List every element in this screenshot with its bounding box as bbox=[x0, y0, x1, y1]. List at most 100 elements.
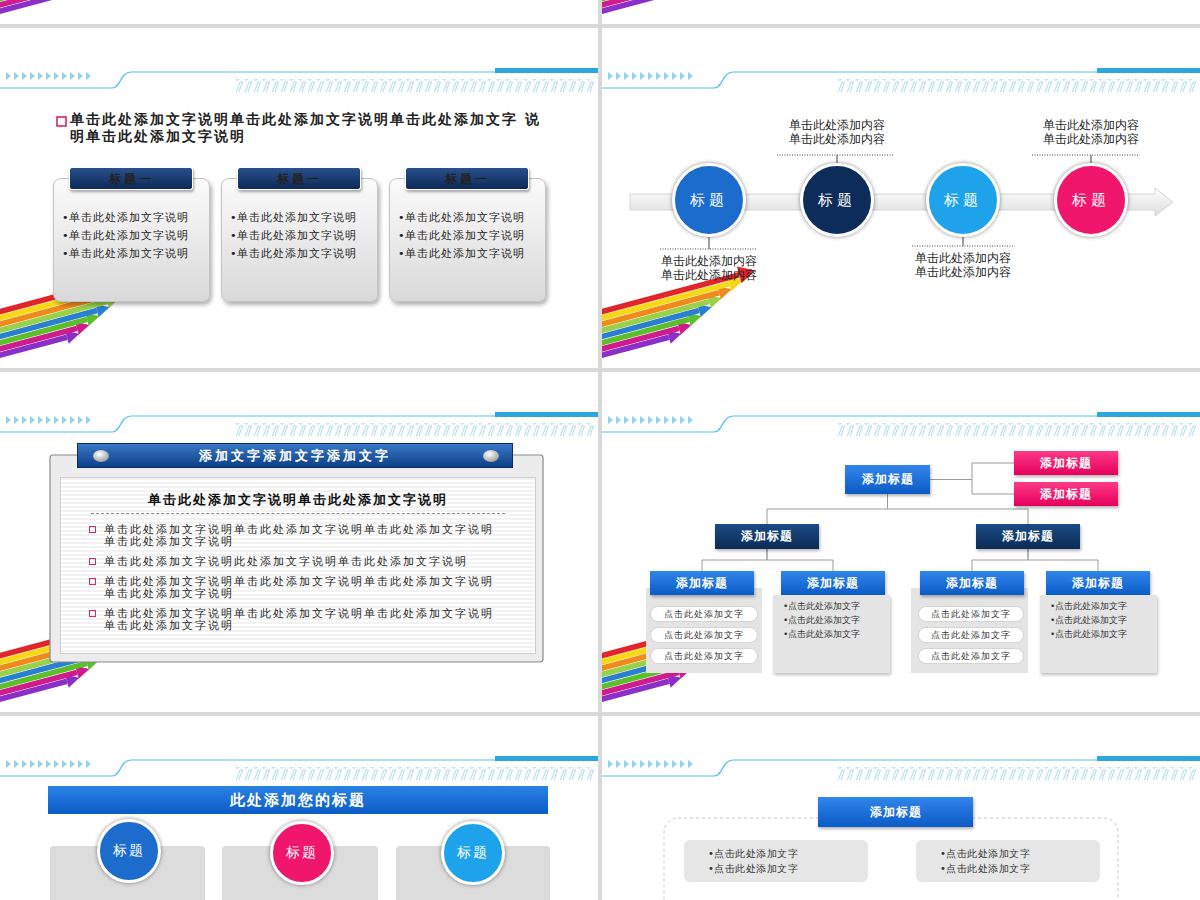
node-text: •单击此处添加文字说明 bbox=[398, 245, 545, 263]
bullet-box: •点击此处添加文字•点击此处添加文字 bbox=[684, 840, 868, 882]
bullet-panel: •点击此处添加文字•点击此处添加文字•点击此处添加文字 bbox=[1040, 595, 1157, 673]
header-tab: 标题一 bbox=[237, 167, 361, 190]
window-body: 单击此处添加文字说明单击此处添加文字说明单击此处添加文字说明单击此处添加文字说明… bbox=[60, 477, 536, 654]
callout-text: 单击此处添加内容 单击此处添加内容 bbox=[911, 251, 1015, 279]
node-text: •点击此处添加文字 bbox=[783, 627, 890, 641]
colored-arrows-decoration bbox=[0, 0, 768, 724]
node-text: 添加标题 bbox=[741, 528, 793, 545]
node-text: 标题 bbox=[457, 844, 489, 862]
connector-line bbox=[888, 494, 1029, 524]
node-text: 添加标题 bbox=[946, 575, 998, 592]
node-text: 标题 bbox=[818, 191, 856, 210]
node-text: •点击此处添加文字 bbox=[940, 846, 1100, 861]
content-box: •单击此处添加文字说明•单击此处添加文字说明•单击此处添加文字说明标题一 bbox=[53, 178, 210, 302]
node-text: 点击此处添加文字 bbox=[931, 608, 1011, 621]
title-circle: 标题 bbox=[270, 821, 334, 885]
node-text: •点击此处添加文字 bbox=[783, 599, 890, 613]
text-pill: 点击此处添加文字 bbox=[650, 627, 758, 643]
node-text: 添加标题 bbox=[862, 471, 914, 488]
node-text: 标题一 bbox=[277, 170, 322, 188]
node-text: 添加标题 bbox=[1040, 455, 1092, 472]
title-circle: 标题 bbox=[97, 819, 161, 883]
org-box: 添加标题 bbox=[1014, 451, 1118, 475]
text-pill: 点击此处添加文字 bbox=[650, 606, 758, 622]
node-text: 标题一 bbox=[445, 170, 490, 188]
text-pill: 点击此处添加文字 bbox=[918, 627, 1024, 643]
connector-line bbox=[702, 549, 767, 571]
node-text: •单击此处添加文字说明 bbox=[230, 227, 377, 245]
slide-header-decoration bbox=[0, 68, 1200, 780]
node-text: 标题 bbox=[944, 191, 982, 210]
node-text: •点击此处添加文字 bbox=[1050, 613, 1157, 627]
node-text: •单击此处添加文字说明 bbox=[230, 245, 377, 263]
title-band: 此处添加您的标题 bbox=[48, 786, 548, 814]
leader-lines bbox=[660, 155, 1140, 249]
org-box: 添加标题 bbox=[1014, 482, 1118, 506]
node-text: •单击此处添加文字说明 bbox=[398, 227, 545, 245]
node-text: 添加文字添加文字添加文字 bbox=[199, 447, 391, 465]
org-box: 添加标题 bbox=[650, 571, 754, 595]
bullet-box: •点击此处添加文字•点击此处添加文字 bbox=[916, 840, 1100, 882]
node-text: •单击此处添加文字说明 bbox=[62, 209, 209, 227]
gray-panel bbox=[646, 588, 762, 673]
node-text: 添加标题 bbox=[676, 575, 728, 592]
node-text: 标题 bbox=[1072, 191, 1110, 210]
timeline-circle: 标题 bbox=[672, 163, 746, 237]
callout-text: 单击此处添加内容 单击此处添加内容 bbox=[1039, 118, 1143, 146]
node-text: •单击此处添加文字说明 bbox=[62, 245, 209, 263]
caption-text: 单击此处添加文字说明单击此处添加文字说明单击此处添加文字 说明单击此处添加文字说… bbox=[70, 111, 542, 145]
gray-panel bbox=[911, 588, 1028, 673]
bullet-square bbox=[57, 117, 66, 126]
node-text: 点击此处添加文字 bbox=[931, 650, 1011, 663]
connector-line bbox=[1028, 549, 1098, 571]
node-text: •点击此处添加文字 bbox=[708, 846, 868, 861]
org-box: 添加标题 bbox=[781, 571, 885, 595]
node-text: •点击此处添加文字 bbox=[1050, 599, 1157, 613]
node-text: 添加标题 bbox=[1002, 528, 1054, 545]
connector-line bbox=[930, 480, 1014, 495]
content-box: •单击此处添加文字说明•单击此处添加文字说明•单击此处添加文字说明标题一 bbox=[221, 178, 378, 302]
node-text: 添加标题 bbox=[1040, 486, 1092, 503]
text-pill: 点击此处添加文字 bbox=[650, 648, 758, 664]
node-text: 单击此处添加文字说明单击此处添加文字说明单击此处添加文字说明 单击此处添加文字说… bbox=[104, 608, 502, 632]
title-circle: 标题 bbox=[441, 821, 505, 885]
connector-line bbox=[972, 549, 1028, 571]
header-tab: 标题一 bbox=[69, 167, 193, 190]
node-text: •点击此处添加文字 bbox=[783, 613, 890, 627]
node-text: 标题一 bbox=[109, 170, 154, 188]
timeline-circle: 标题 bbox=[1054, 163, 1128, 237]
node-text: 点击此处添加文字 bbox=[931, 629, 1011, 642]
connector-line bbox=[930, 463, 1014, 480]
node-text: •单击此处添加文字说明 bbox=[230, 209, 377, 227]
node-text: 添加标题 bbox=[870, 804, 922, 821]
window-frame bbox=[50, 455, 543, 662]
node-text: •点击此处添加文字 bbox=[940, 861, 1100, 876]
text-pill: 点击此处添加文字 bbox=[918, 606, 1024, 622]
node-text: 单击此处添加文字说明此处添加文字说明单击此处添加文字说明 bbox=[104, 556, 502, 568]
connector-line bbox=[767, 549, 833, 571]
callout-text: 单击此处添加内容 单击此处添加内容 bbox=[785, 118, 889, 146]
dashed-container bbox=[664, 818, 1118, 900]
callout-text: 单击此处添加内容 单击此处添加内容 bbox=[657, 254, 761, 282]
node-text: 单击此处添加文字说明单击此处添加文字说明 bbox=[91, 492, 505, 514]
node-text: 标题 bbox=[286, 844, 318, 862]
org-box: 添加标题 bbox=[976, 524, 1080, 549]
node-text: •单击此处添加文字说明 bbox=[62, 227, 209, 245]
header-tab: 标题一 bbox=[405, 167, 529, 190]
timeline-circle: 标题 bbox=[800, 163, 874, 237]
node-text: 单击此处添加文字说明单击此处添加文字说明单击此处添加文字说明 单击此处添加文字说… bbox=[104, 576, 502, 600]
node-text: •单击此处添加文字说明 bbox=[398, 209, 545, 227]
node-text: 点击此处添加文字 bbox=[664, 650, 744, 663]
window-knob bbox=[483, 450, 499, 462]
node-text: 点击此处添加文字 bbox=[664, 608, 744, 621]
node-text: •点击此处添加文字 bbox=[708, 861, 868, 876]
title-box: 添加标题 bbox=[818, 797, 973, 827]
node-text: 添加标题 bbox=[1072, 575, 1124, 592]
node-text: •点击此处添加文字 bbox=[1050, 627, 1157, 641]
node-text: 点击此处添加文字 bbox=[664, 629, 744, 642]
content-box: •单击此处添加文字说明•单击此处添加文字说明•单击此处添加文字说明标题一 bbox=[389, 178, 546, 302]
bullet-panel: •点击此处添加文字•点击此处添加文字•点击此处添加文字 bbox=[773, 595, 890, 673]
org-box: 添加标题 bbox=[715, 524, 819, 549]
